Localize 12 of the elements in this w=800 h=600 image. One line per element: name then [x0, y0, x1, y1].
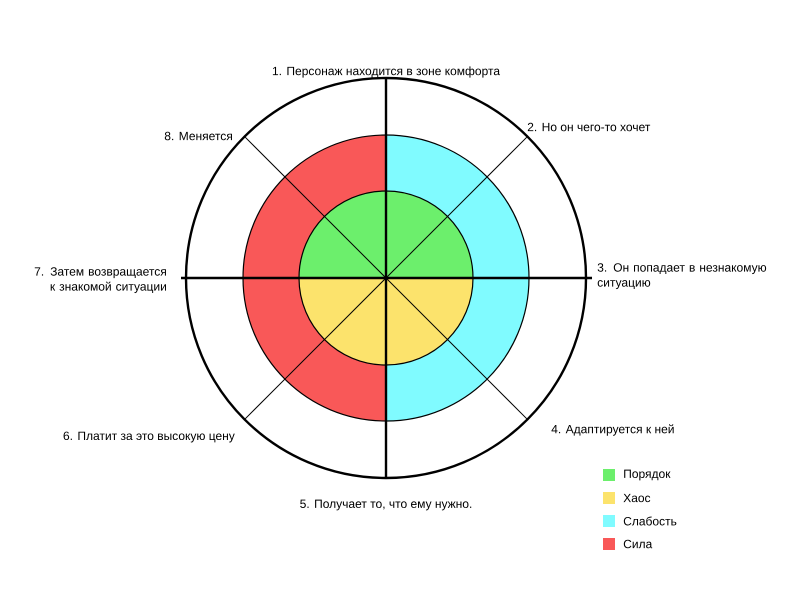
step-label: 7. Затем возвращается к знакомой ситуации: [34, 267, 166, 294]
step-label: 5. Получает то, что ему нужно.: [300, 500, 472, 510]
legend-label: Сила: [624, 540, 652, 548]
step-label: 6. Платит за это высокую цену: [64, 432, 235, 442]
step-label: 4. Адаптируется к ней: [552, 424, 674, 436]
legend-label: Порядок: [624, 470, 671, 480]
step-label: 3. Он попадает в незнакомую ситуацию: [598, 263, 766, 290]
step-label: 1. Персонаж находится в зоне комфорта: [272, 66, 500, 78]
legend-label: Слабость: [624, 516, 676, 526]
step-label: 2. Но он чего-то хочет: [528, 122, 650, 132]
legend-label: Хаос: [623, 494, 650, 502]
step-label: 8. Меняется: [164, 132, 232, 140]
